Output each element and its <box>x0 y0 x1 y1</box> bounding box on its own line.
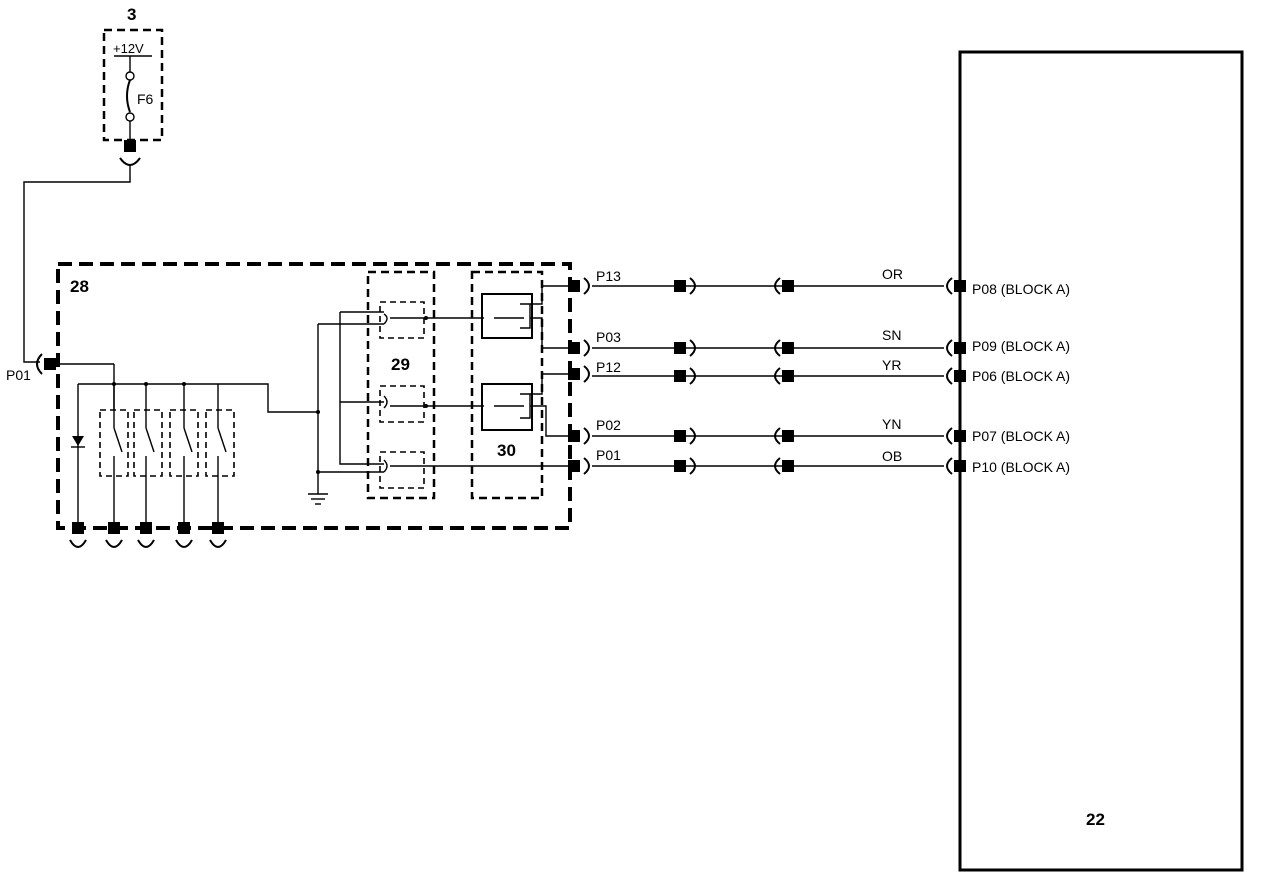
harness-connectors: P13 P03 P12 P02 P01 <box>568 266 966 475</box>
connector-socket-icon <box>583 339 590 357</box>
relay-29: 29 <box>366 270 574 500</box>
connector-socket-icon <box>583 457 590 475</box>
switch-module: 28 P01 <box>6 262 574 548</box>
connector-pin-icon <box>568 280 580 292</box>
inline-connector-5 <box>674 457 794 475</box>
controller-pin-label: P08 (BLOCK A) <box>972 281 1070 297</box>
connector-socket-icon <box>36 353 43 375</box>
wire-color-label: SN <box>882 327 901 343</box>
relay-29-id: 29 <box>391 355 410 374</box>
wire-color-label: OR <box>882 266 903 282</box>
connector-pin-icon <box>108 522 120 534</box>
fuse-terminal-bottom <box>125 112 135 122</box>
wire-color-label: OB <box>882 448 902 464</box>
fuse-label: F6 <box>137 91 154 107</box>
relay-coil-bottom <box>481 383 533 431</box>
connector-socket-icon <box>946 277 953 295</box>
connector-pin-icon <box>568 368 580 380</box>
relay-coil-top <box>481 293 533 339</box>
switch-4 <box>205 384 235 526</box>
connector-pin-icon <box>44 358 56 370</box>
connector-socket-icon <box>105 539 123 548</box>
connector-socket-icon <box>583 365 590 383</box>
controller-pin-label: P07 (BLOCK A) <box>972 428 1070 444</box>
feed-pin-label: P01 <box>6 367 31 383</box>
bottom-connectors <box>69 522 227 548</box>
switch-2 <box>133 384 163 526</box>
switch-contact-icon <box>183 427 193 453</box>
connector-socket-icon <box>946 339 953 357</box>
module-pin-label: P02 <box>596 417 621 433</box>
connector-socket-icon <box>583 277 590 295</box>
inline-connector-4 <box>674 427 794 445</box>
inline-connector-3 <box>674 367 794 385</box>
ground-icon <box>308 493 328 505</box>
connector-socket-icon <box>946 427 953 445</box>
switch-contact-icon <box>145 427 155 453</box>
connector-pin-icon <box>178 522 190 534</box>
relay-30-id: 30 <box>497 441 516 460</box>
connector-pin-icon <box>212 522 224 534</box>
fuse-block: 3 +12V F6 <box>102 5 164 166</box>
wire-color-label: YR <box>882 357 901 373</box>
relay-30: 30 <box>470 270 574 500</box>
connector-pin-icon <box>72 522 84 534</box>
connector-socket-icon <box>946 367 953 385</box>
module-pin-label: P01 <box>596 447 621 463</box>
module-pin-label: P13 <box>596 268 621 284</box>
fuse-terminal-top <box>125 71 135 81</box>
module-pin-label: P03 <box>596 329 621 345</box>
fuse-icon <box>126 79 131 113</box>
connector-socket-icon <box>946 457 953 475</box>
connector-pin-icon <box>568 460 580 472</box>
switch-contact-icon <box>113 427 123 453</box>
controller-pin-label: P10 (BLOCK A) <box>972 459 1070 475</box>
controller-pin-label: P09 (BLOCK A) <box>972 338 1070 354</box>
connector-socket-icon <box>69 539 87 548</box>
connector-socket-icon <box>175 539 193 548</box>
connector-socket-icon <box>119 157 141 166</box>
connector-socket-icon <box>209 539 227 548</box>
inline-connector-1 <box>674 277 794 295</box>
connector-socket-icon <box>137 539 155 548</box>
inline-connector-2 <box>674 339 794 357</box>
switch-module-id: 28 <box>70 277 89 296</box>
switch-1 <box>99 384 129 526</box>
connector-pin-icon <box>140 522 152 534</box>
connector-pin-icon <box>568 342 580 354</box>
fuse-block-id: 3 <box>127 5 136 24</box>
controller-pin-label: P06 (BLOCK A) <box>972 368 1070 384</box>
switch-contact-icon <box>217 427 227 453</box>
voltage-label: +12V <box>113 41 144 56</box>
connector-pin-icon <box>568 430 580 442</box>
module-pin-label: P12 <box>596 359 621 375</box>
switch-3 <box>169 384 199 526</box>
controller-module: P08 (BLOCK A) P09 (BLOCK A) P06 (BLOCK A… <box>958 50 1244 872</box>
connector-pin-icon <box>124 140 136 152</box>
connector-socket-icon <box>583 427 590 445</box>
controller-id: 22 <box>1086 810 1105 829</box>
diode-icon <box>72 436 84 446</box>
feed-wire <box>23 164 131 363</box>
wire-color-label: YN <box>882 416 901 432</box>
